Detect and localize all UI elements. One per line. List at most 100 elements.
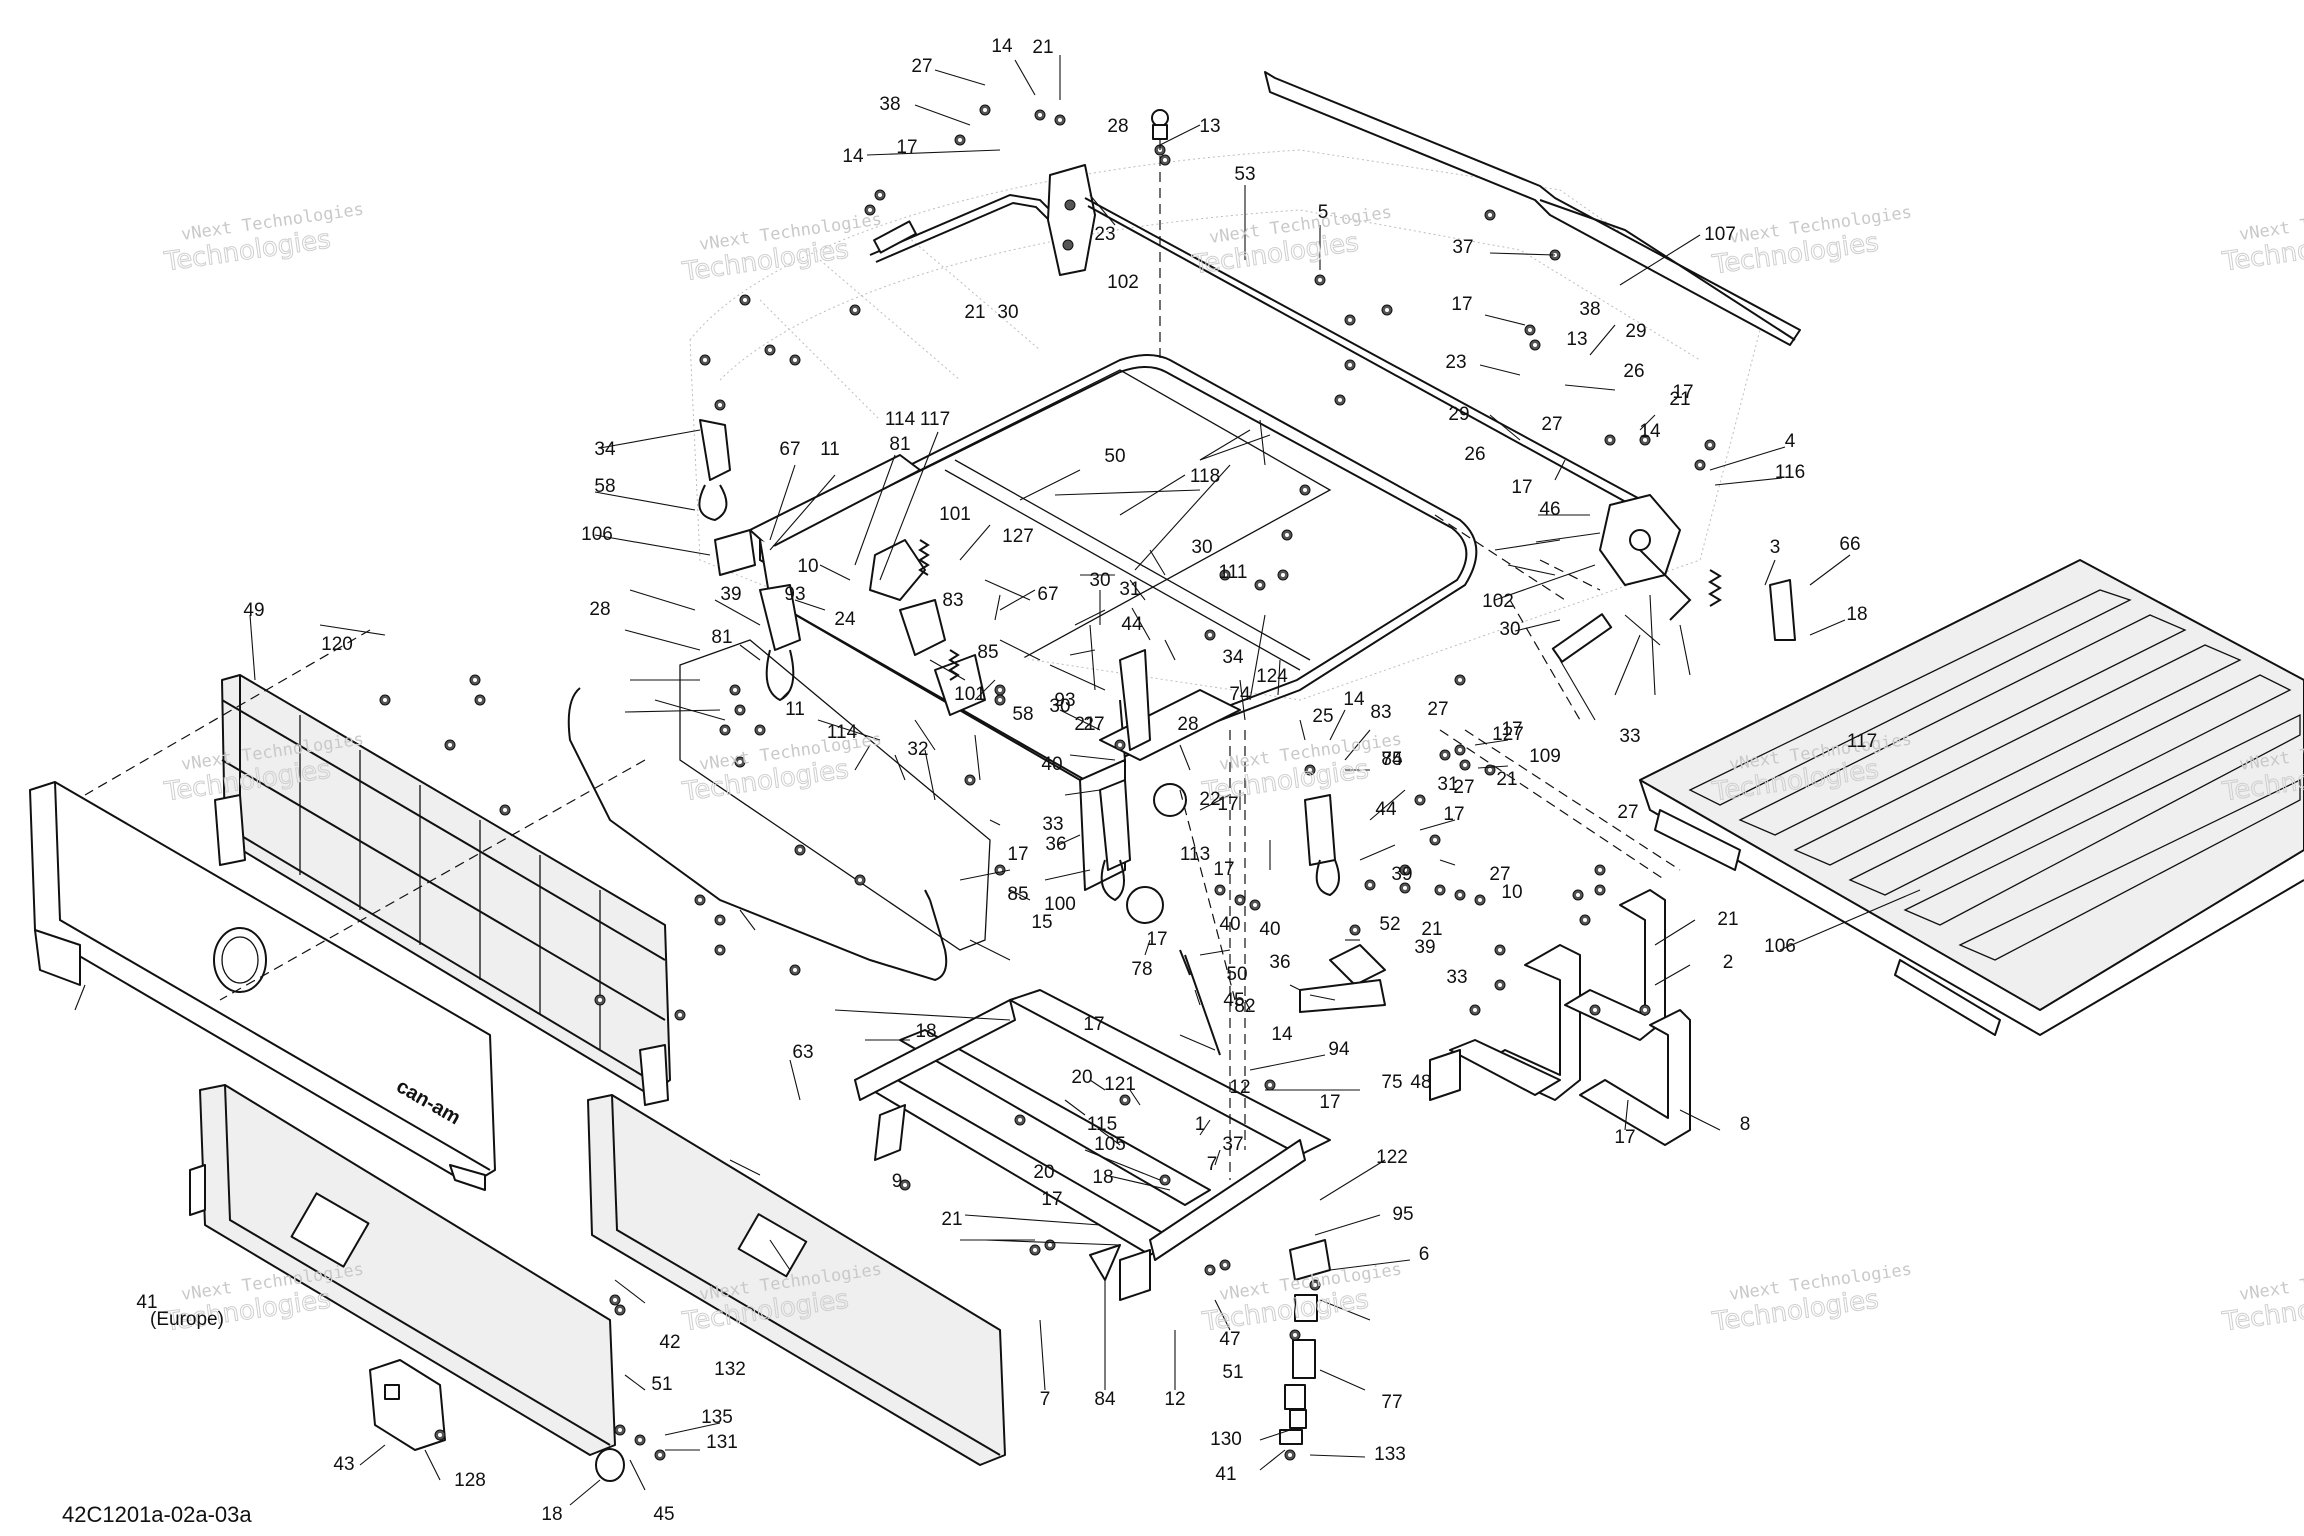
callout-48: 48 [1410, 1072, 1431, 1093]
callout-101: 101 [954, 684, 986, 705]
callout-33: 33 [1042, 814, 1063, 835]
callout-41: 41 [1215, 1464, 1236, 1485]
callout-21: 21 [1032, 37, 1053, 58]
callout-31: 31 [1119, 579, 1140, 600]
callout-36: 36 [1045, 834, 1066, 855]
callout-105: 105 [1094, 1134, 1126, 1155]
callout-18: 18 [1846, 604, 1867, 625]
callout-113: 113 [1180, 844, 1210, 865]
callout-17: 17 [1511, 477, 1532, 498]
callout-12: 12 [1164, 1389, 1185, 1410]
callout-20: 20 [1071, 1067, 1092, 1088]
callout-75: 75 [1381, 1072, 1402, 1093]
callout-127: 127 [1002, 526, 1034, 547]
tailgate-liner [679, 639, 991, 951]
callout-27: 27 [911, 56, 932, 77]
callout-44: 44 [1121, 614, 1143, 635]
note-europe: (Europe) [150, 1309, 224, 1330]
callout-128: 128 [454, 1470, 486, 1491]
callout-21: 21 [1496, 769, 1517, 790]
callout-21: 21 [941, 1209, 962, 1230]
callout-51: 51 [1222, 1362, 1243, 1383]
callout-84: 84 [1094, 1389, 1116, 1410]
callout-11: 11 [785, 699, 805, 720]
ghost-cargo-box [689, 149, 1761, 701]
callout-14: 14 [1639, 421, 1661, 442]
callout-26: 26 [1464, 444, 1485, 465]
callout-49: 49 [243, 600, 264, 621]
callout-132: 132 [714, 1359, 746, 1380]
callout-10: 10 [797, 556, 818, 577]
callout-34: 34 [594, 439, 616, 460]
callout-131: 131 [706, 1432, 738, 1453]
callout-21: 21 [1074, 714, 1095, 735]
callout-24: 24 [834, 609, 856, 630]
callout-25: 25 [1312, 706, 1333, 727]
callout-121: 121 [1104, 1074, 1136, 1095]
callout-21: 21 [964, 302, 985, 323]
callout-67: 67 [779, 439, 800, 460]
callout-51: 51 [651, 1374, 672, 1395]
callout-23: 23 [1094, 224, 1115, 245]
callout-44: 44 [1375, 799, 1397, 820]
callout-45: 45 [653, 1504, 674, 1525]
callout-30: 30 [1499, 619, 1520, 640]
callout-78: 78 [1131, 959, 1152, 980]
callout-39: 39 [1414, 937, 1435, 958]
callout-11: 11 [820, 439, 840, 460]
callout-27: 27 [1427, 699, 1448, 720]
callout-85: 85 [1381, 749, 1402, 770]
callout-30: 30 [1049, 696, 1070, 717]
callout-34: 34 [1222, 647, 1244, 668]
callout-50: 50 [1226, 964, 1247, 985]
callout-124: 124 [1256, 666, 1288, 687]
callout-41: 41 [136, 1292, 157, 1313]
callout-10: 10 [1501, 882, 1522, 903]
callout-52: 52 [1379, 914, 1400, 935]
callout-29: 29 [1625, 321, 1646, 342]
side-rail-107 [1264, 71, 1801, 346]
callout-133: 133 [1374, 1444, 1406, 1465]
callout-82: 82 [1234, 996, 1255, 1017]
callout-39: 39 [720, 584, 741, 605]
callout-17: 17 [1501, 719, 1522, 740]
latch-rod-top [869, 109, 1169, 276]
callout-17: 17 [1672, 382, 1693, 403]
callout-111: 111 [1219, 562, 1248, 583]
seal-frame-118 [759, 354, 1478, 762]
callout-12: 12 [1229, 1077, 1250, 1098]
right-latch-assembly [1551, 494, 1796, 663]
bracket-82-94 [1299, 944, 1386, 1013]
callout-115: 115 [1087, 1114, 1117, 1135]
callout-21: 21 [1421, 919, 1442, 940]
callout-74: 74 [1229, 684, 1251, 705]
tailgate-inner-frame [749, 454, 1241, 891]
callout-27: 27 [1541, 414, 1562, 435]
callout-27: 27 [1617, 802, 1638, 823]
callout-17: 17 [1041, 1189, 1062, 1210]
callout-53: 53 [1234, 164, 1255, 185]
callout-14: 14 [842, 146, 864, 167]
tailgate-inner-panel-49 [214, 674, 671, 1106]
callout-81: 81 [889, 434, 910, 455]
callout-114: 114 [827, 722, 858, 743]
callout-117: 117 [920, 409, 950, 430]
callout-29: 29 [1448, 404, 1469, 425]
callout-28: 28 [1177, 714, 1198, 735]
callout-122: 122 [1376, 1147, 1408, 1168]
callout-9: 9 [892, 1171, 903, 1192]
callout-81: 81 [711, 627, 732, 648]
assembly-dash-lines [84, 140, 1681, 1180]
callout-36: 36 [1269, 952, 1290, 973]
callout-32: 32 [907, 739, 928, 760]
callout-17: 17 [1443, 804, 1464, 825]
callout-58: 58 [594, 476, 615, 497]
callout-58: 58 [1012, 704, 1033, 725]
callout-3: 3 [1770, 537, 1781, 558]
callout-28: 28 [589, 599, 610, 620]
callout-127: 127 [1492, 724, 1524, 745]
callout-120: 120 [321, 634, 353, 655]
bumper-cover-51 [587, 1094, 1006, 1466]
callout-17: 17 [1083, 1014, 1104, 1035]
latch-mechanism-center [698, 419, 1340, 924]
